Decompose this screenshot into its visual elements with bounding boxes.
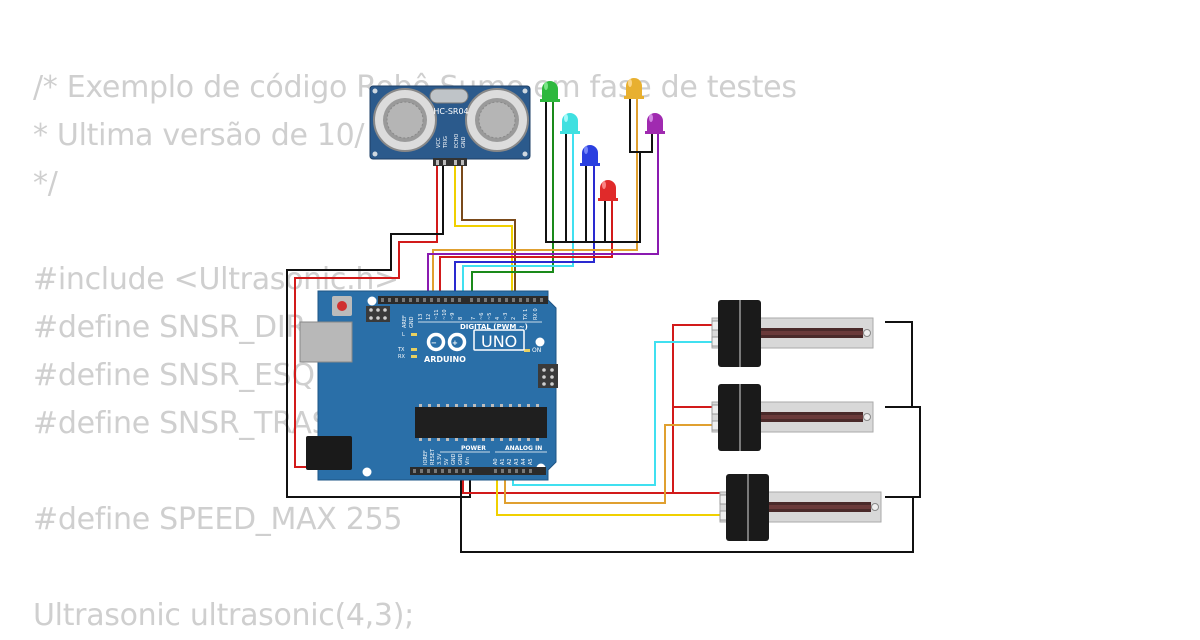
led-on-indicator [524, 349, 530, 352]
wire-led-red[interactable] [439, 200, 613, 297]
pin-label-6: ~6 [479, 313, 485, 320]
pin-label-ioref: IOREF [423, 450, 429, 465]
wire-led-blue[interactable] [454, 165, 595, 297]
code-line: Ultrasonic ultrasonic(4,3); [33, 598, 414, 633]
wire-pot-3-signal[interactable] [496, 470, 722, 516]
power-jack [306, 436, 352, 470]
pin-label-9: ~9 [450, 313, 456, 320]
sensor-pin-vcc: VCC [436, 137, 442, 148]
pin-label-reset: RESET [430, 448, 436, 465]
wire-led-ground-5[interactable] [629, 98, 653, 153]
pin-label-gnd: GND [409, 316, 415, 328]
led-yellow[interactable] [624, 78, 644, 99]
sensor-transducer-right [465, 88, 529, 152]
sensor-pin-echo: ECHO [454, 134, 460, 148]
digital-label: DIGITAL (PWM ~) [460, 323, 528, 331]
led-red[interactable] [598, 180, 618, 201]
pin-label-a0: A0 [493, 458, 499, 465]
pin-label-a5: A5 [528, 458, 534, 465]
wire-led-purple[interactable] [427, 133, 659, 297]
code-line: #define SPEED_MAX 255 [33, 502, 403, 537]
model-box [473, 329, 525, 351]
pin-label-a2: A2 [507, 458, 513, 465]
pin-label-12: 12 [426, 314, 432, 320]
led-l-indicator [411, 333, 417, 336]
wire-sensor-echo[interactable] [461, 165, 516, 297]
led-tx-indicator [411, 348, 417, 351]
sensor-pin-gnd: GND [461, 136, 467, 148]
wire-pot-gnd-2[interactable] [885, 406, 921, 498]
pin-label-vin: Vin [465, 457, 471, 465]
pin-label-5v: 5V [444, 458, 450, 465]
power-analog-header [410, 467, 546, 475]
code-line: * Ultima versão de 10/ [33, 118, 365, 153]
arduino-logo-text: ARDUINO [424, 355, 466, 364]
pin-label-11: ~11 [434, 309, 440, 320]
slide-potentiometer-2[interactable] [711, 384, 874, 451]
led-rx-indicator [411, 355, 417, 358]
slide-potentiometer-3[interactable] [719, 474, 882, 541]
pin-label-3v3: 3.3V [437, 453, 443, 465]
model-label: UNO [481, 332, 517, 351]
pin-label-13: 13 [418, 314, 424, 320]
wire-led-green[interactable] [471, 100, 554, 297]
analog-label: ANALOG IN [505, 445, 542, 452]
led-cyan[interactable] [560, 113, 580, 134]
code-line: #include <Ultrasonic.h> [33, 262, 399, 297]
ultrasonic-sensor[interactable]: HC-SR04 VCC TRIG ECHO GND [369, 85, 531, 166]
icsp-header [366, 306, 390, 322]
pin-label-10: ~10 [442, 309, 448, 320]
pin-label-3: ~3 [503, 313, 509, 320]
arduino-uno-board[interactable]: AREF GND 13 12 ~11 ~10 ~9 8 7 ~6 ~5 4 ~3… [299, 290, 558, 481]
atmega-chip [415, 404, 547, 441]
wire-pot-2-signal[interactable] [504, 424, 718, 504]
icsp-header-right [538, 364, 558, 388]
wire-pot-gnd-3[interactable] [460, 470, 914, 553]
slide-potentiometer-1[interactable] [711, 300, 874, 367]
pin-label-a4: A4 [521, 458, 527, 465]
arduino-infinity-icon [426, 332, 467, 352]
usb-connector [299, 321, 353, 363]
code-line: */ [33, 166, 58, 201]
wire-led-yellow[interactable] [432, 98, 638, 297]
pin-label-8: 8 [458, 317, 464, 320]
sensor-label: HC-SR04 [433, 107, 468, 116]
l-label: L [402, 332, 405, 338]
wire-led-ground[interactable] [545, 100, 641, 243]
wire-sensor-gnd[interactable] [286, 165, 471, 498]
led-blue[interactable] [580, 145, 600, 166]
digital-header [378, 296, 548, 304]
tx-label: TX [397, 347, 405, 353]
sensor-pin-trig: TRIG [443, 136, 449, 149]
mounting-hole [362, 467, 372, 477]
minus-glyph: − [431, 339, 437, 347]
pin-label-5: ~5 [487, 313, 493, 320]
wire-pot-gnd[interactable] [885, 321, 913, 408]
power-label: POWER [461, 445, 486, 452]
pin-label-gnd-1: GND [451, 453, 457, 465]
mounting-hole [367, 296, 377, 306]
pin-label-4: 4 [495, 317, 501, 320]
led-green[interactable] [540, 81, 560, 102]
mounting-hole [535, 337, 545, 347]
pin-label-7: 7 [471, 317, 477, 320]
pin-label-a1: A1 [500, 458, 506, 465]
code-background: /* Exemplo de código Robô Sumo em fase d… [33, 64, 797, 640]
pin-label-a3: A3 [514, 458, 520, 465]
sensor-transducer-left [373, 88, 437, 152]
sensor-pin-header [433, 158, 467, 166]
pin-label-gnd-2: GND [458, 453, 464, 465]
wire-led-cyan[interactable] [462, 133, 574, 297]
plus-glyph: + [452, 339, 458, 347]
rx-label: RX [398, 354, 405, 360]
pin-label-2: 2 [511, 317, 517, 320]
pin-label-tx: TX 1 [523, 309, 529, 321]
wire-pot-vcc[interactable] [672, 324, 718, 408]
pin-label-aref: AREF [402, 315, 408, 328]
led-purple[interactable] [645, 113, 665, 134]
pin-label-rx: RX 0 [533, 308, 539, 320]
on-label: ON [532, 347, 541, 354]
